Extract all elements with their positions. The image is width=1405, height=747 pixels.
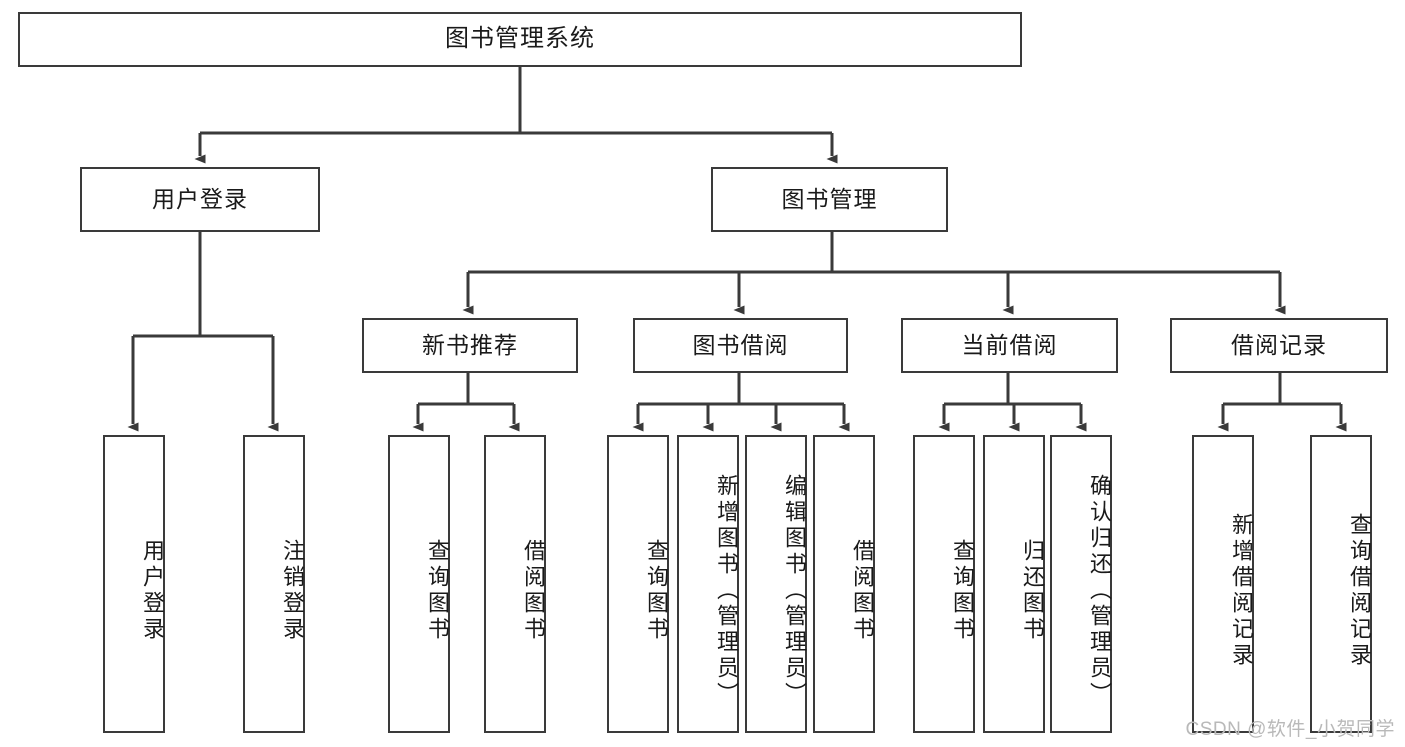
node-label: 图书借阅	[692, 331, 789, 358]
node-book-management[interactable]: 图书管理	[711, 167, 948, 232]
node-label: 查询借阅记录	[1347, 513, 1372, 669]
leaf-query-book-current[interactable]: 查询图书	[913, 435, 975, 733]
node-label: 编辑图书（管理员）	[782, 474, 807, 708]
leaf-query-borrow-record[interactable]: 查询借阅记录	[1310, 435, 1372, 733]
leaf-return-book[interactable]: 归还图书	[983, 435, 1045, 733]
node-user-login[interactable]: 用户登录	[80, 167, 320, 232]
node-label: 借阅图书	[850, 539, 875, 643]
node-label: 查询图书	[644, 539, 669, 643]
node-label: 确认归还（管理员）	[1087, 474, 1112, 708]
leaf-edit-book-admin[interactable]: 编辑图书（管理员）	[745, 435, 807, 733]
node-label: 新书推荐	[422, 331, 518, 358]
node-borrow-record[interactable]: 借阅记录	[1170, 318, 1388, 373]
node-label: 用户登录	[152, 185, 248, 212]
leaf-add-borrow-record[interactable]: 新增借阅记录	[1192, 435, 1254, 733]
leaf-borrow-book-recommend[interactable]: 借阅图书	[484, 435, 546, 733]
node-label: 图书管理	[781, 185, 878, 212]
node-label: 借阅图书	[521, 539, 546, 643]
leaf-user-login[interactable]: 用户登录	[103, 435, 165, 733]
leaf-confirm-return-admin[interactable]: 确认归还（管理员）	[1050, 435, 1112, 733]
node-book-borrow[interactable]: 图书借阅	[633, 318, 848, 373]
node-root-system[interactable]: 图书管理系统	[18, 12, 1022, 67]
node-label: 新增借阅记录	[1229, 513, 1254, 669]
watermark: CSDN @软件_小贺同学	[1185, 719, 1395, 740]
leaf-logout[interactable]: 注销登录	[243, 435, 305, 733]
node-label: 注销登录	[280, 539, 305, 643]
node-label: 当前借阅	[961, 331, 1058, 358]
node-label: 查询图书	[425, 539, 450, 643]
leaf-borrow-book[interactable]: 借阅图书	[813, 435, 875, 733]
node-new-book-recommend[interactable]: 新书推荐	[362, 318, 578, 373]
node-current-borrow[interactable]: 当前借阅	[901, 318, 1118, 373]
node-label: 新增图书（管理员）	[714, 474, 739, 708]
leaf-query-book-recommend[interactable]: 查询图书	[388, 435, 450, 733]
leaf-add-book-admin[interactable]: 新增图书（管理员）	[677, 435, 739, 733]
node-label: 归还图书	[1020, 539, 1045, 643]
node-label: 借阅记录	[1231, 331, 1327, 358]
node-label: 用户登录	[140, 539, 165, 643]
node-label: 图书管理系统	[445, 25, 595, 53]
node-label: 查询图书	[950, 539, 975, 643]
leaf-query-book-borrow[interactable]: 查询图书	[607, 435, 669, 733]
